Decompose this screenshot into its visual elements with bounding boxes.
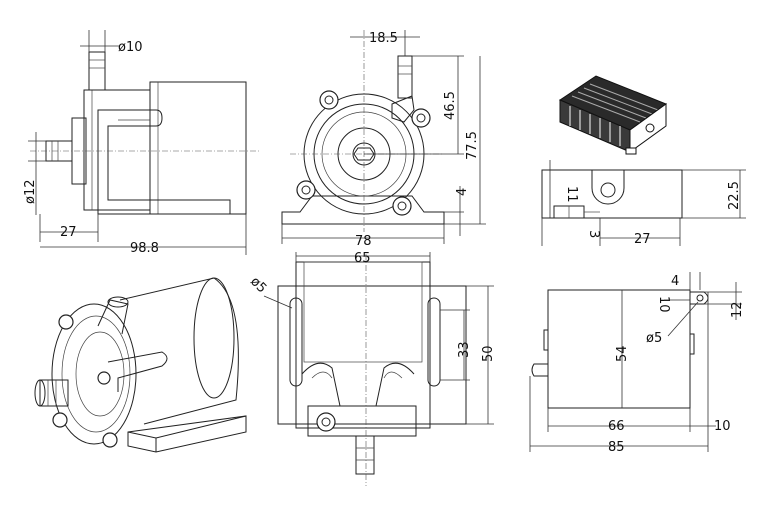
pump-outlet-dia-label: ø12 (23, 180, 38, 205)
bracket-width-label: 65 (354, 251, 371, 266)
ctrl-hole-offset-label: 11 (564, 186, 579, 203)
pump-inlet-dia-label: ø10 (118, 40, 143, 55)
bracket-slot-length-label: 33 (457, 341, 472, 358)
controller-side-view: 11 22.5 3 27 (541, 160, 746, 247)
ctrl-tab-width-label: 4 (671, 274, 679, 289)
pump-side-view: ø10 ø12 27 98.8 (23, 30, 260, 256)
front-total-height-label: 77.5 (465, 131, 480, 160)
pump-length-label: 98.8 (130, 241, 159, 256)
ctrl-total-width-label: 85 (608, 440, 625, 455)
bracket-height-label: 50 (481, 345, 496, 362)
front-inlet-height-label: 46.5 (443, 91, 458, 120)
front-inlet-offset-label: 18.5 (369, 31, 398, 46)
bracket-hole-dia-label: ø5 (247, 274, 269, 296)
ctrl-height-label: 22.5 (727, 181, 742, 210)
ctrl-body-height-label: 54 (615, 345, 630, 362)
ctrl-body-width-label: 66 (608, 419, 625, 434)
controller-top-view: 4 10 ø5 12 54 66 10 85 (529, 272, 745, 455)
pump-offset-label: 27 (60, 225, 77, 240)
controller-3d-view (558, 75, 668, 155)
pump-front-view: 18.5 46.5 77.5 4 78 (281, 30, 486, 249)
ctrl-base-offset-label: 3 (586, 230, 601, 238)
ctrl-width-label: 27 (634, 232, 651, 247)
bracket-view: 65 ø5 33 50 (247, 251, 496, 486)
ctrl-hole-dia-label: ø5 (646, 331, 662, 346)
ctrl-tab-offset-label: 10 (656, 296, 671, 313)
front-base-height-label: 4 (455, 188, 470, 196)
pump-isometric-view (34, 277, 247, 453)
ctrl-tab-length-label: 10 (714, 419, 731, 434)
front-base-width-label: 78 (355, 234, 372, 249)
ctrl-tab-height-label: 12 (730, 301, 745, 318)
